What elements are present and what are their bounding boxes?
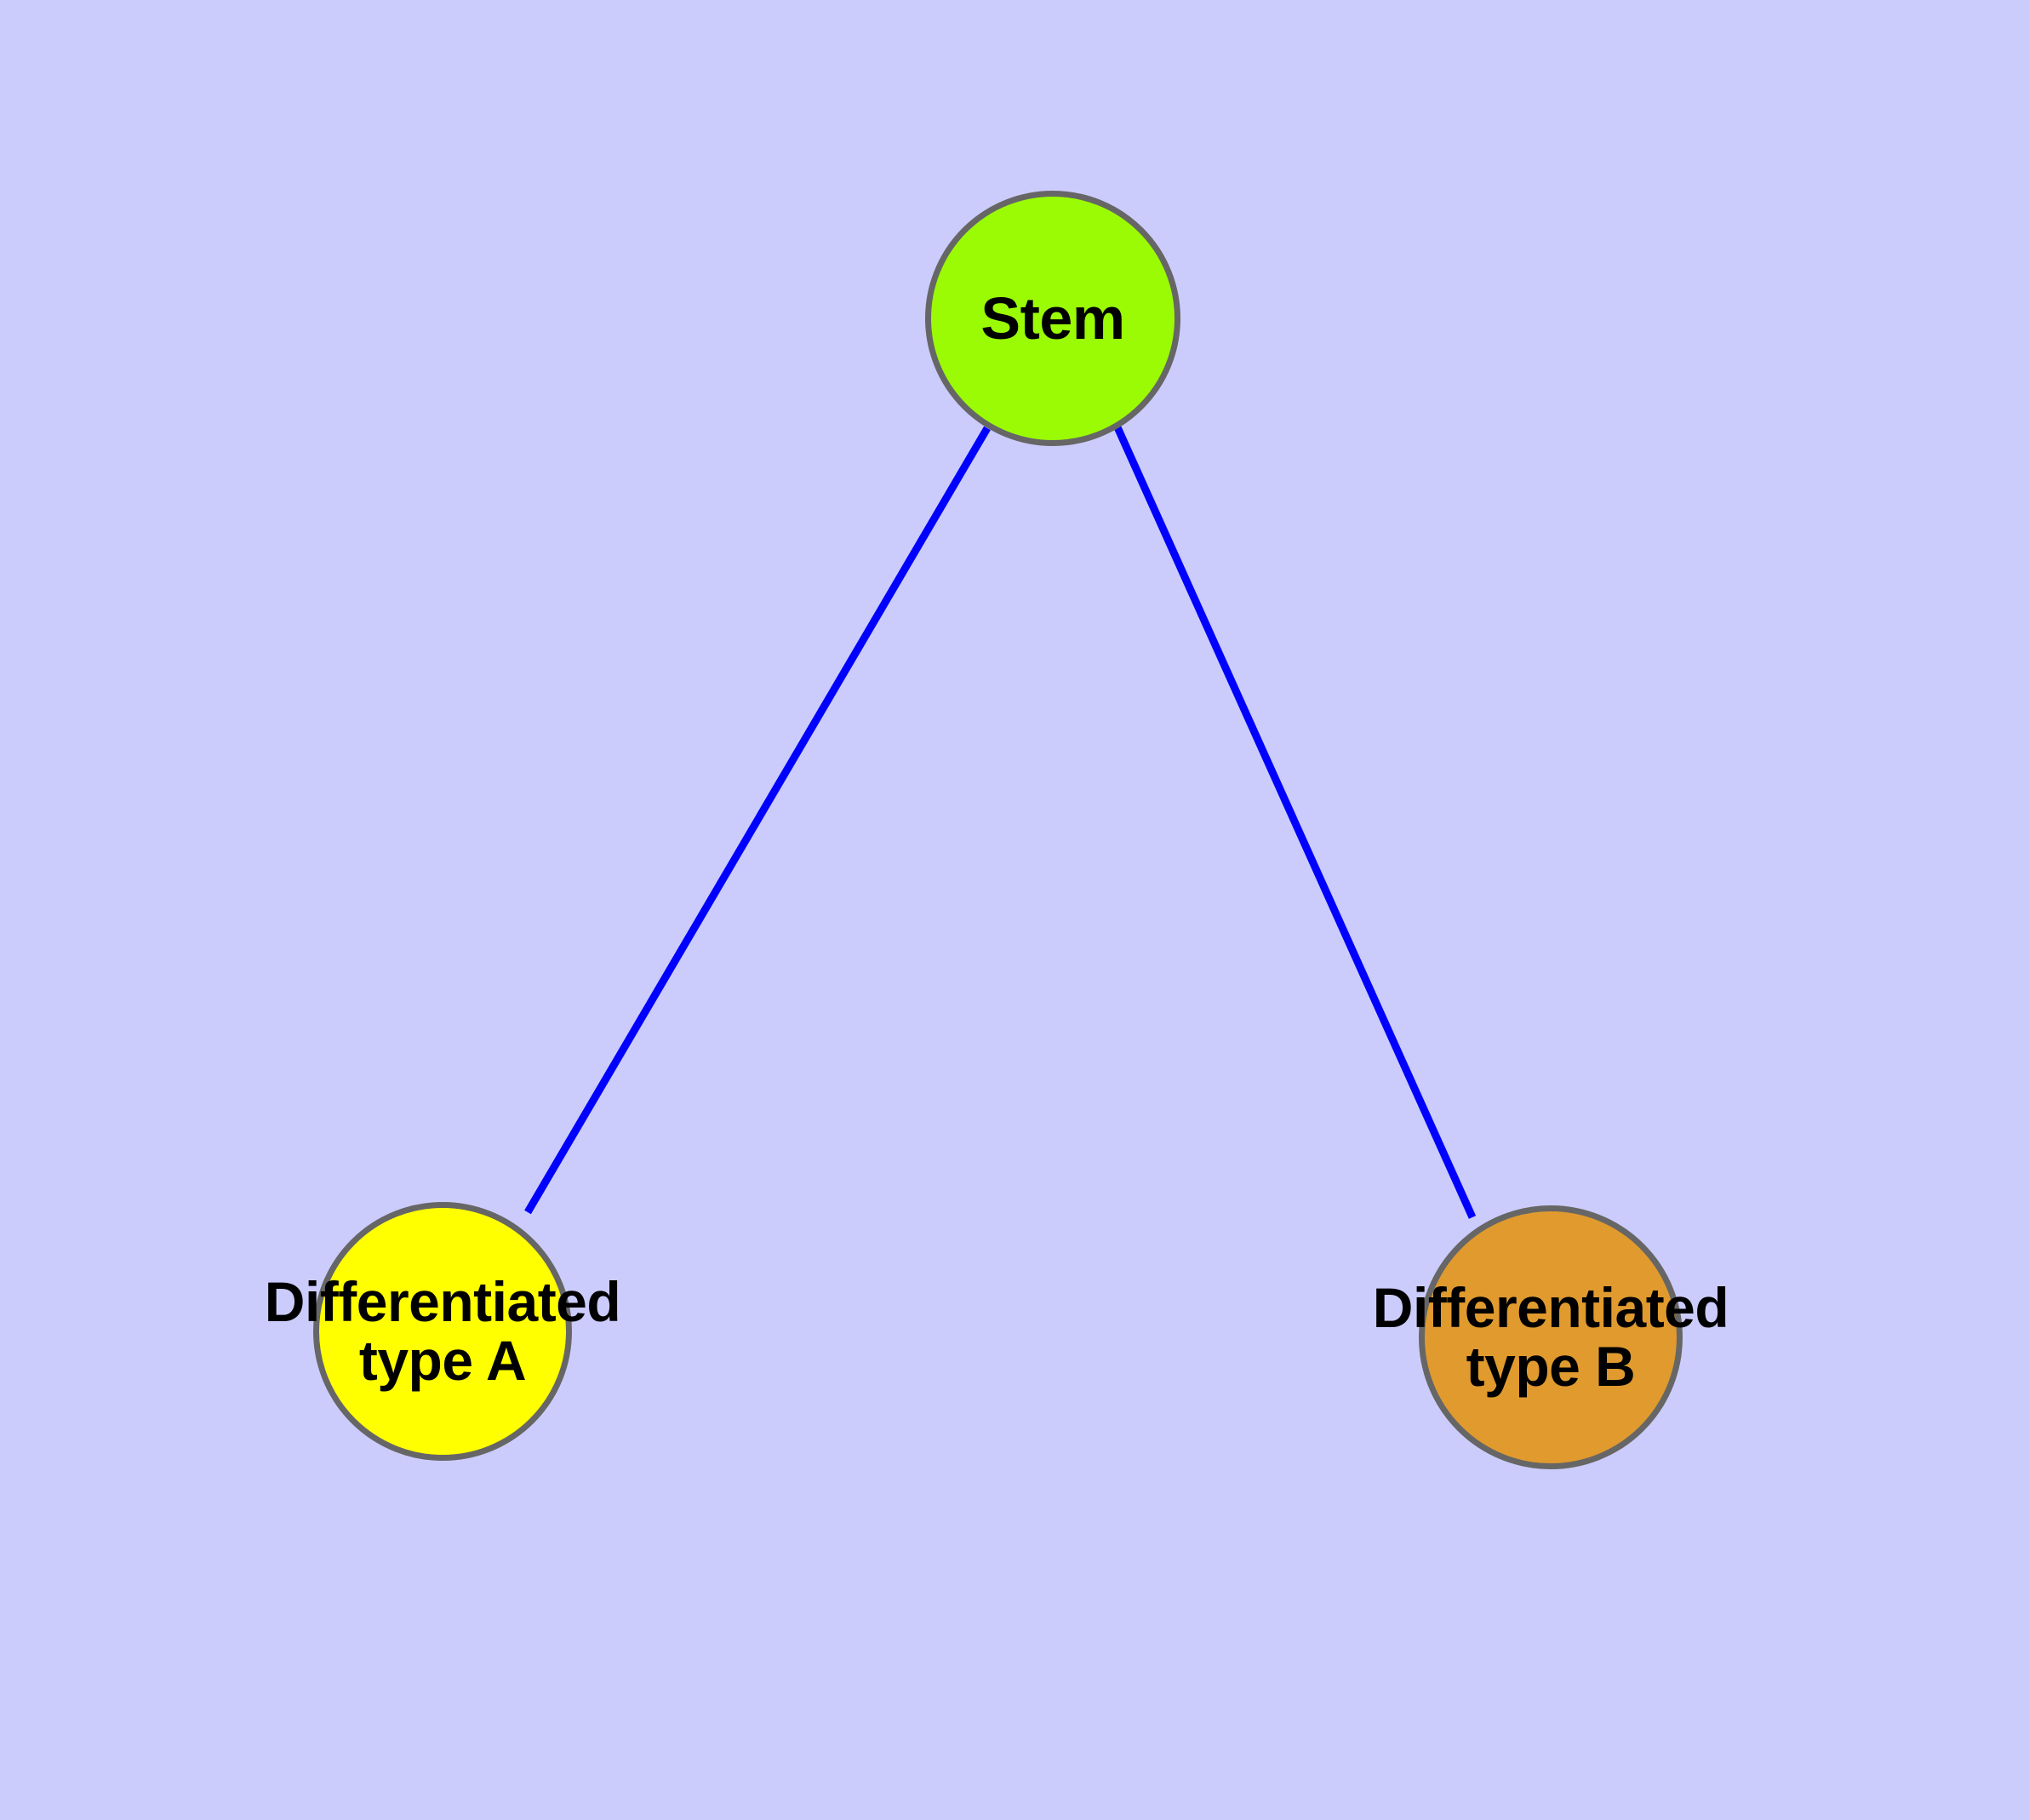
edge-stem-to-differentiated-type-a[interactable] xyxy=(524,426,991,1215)
node-differentiated-type-a[interactable] xyxy=(313,1202,572,1461)
node-stem[interactable] xyxy=(925,191,1180,446)
node-differentiated-type-b[interactable] xyxy=(1419,1205,1683,1469)
edge-stem-to-differentiated-type-b[interactable] xyxy=(1113,426,1477,1219)
